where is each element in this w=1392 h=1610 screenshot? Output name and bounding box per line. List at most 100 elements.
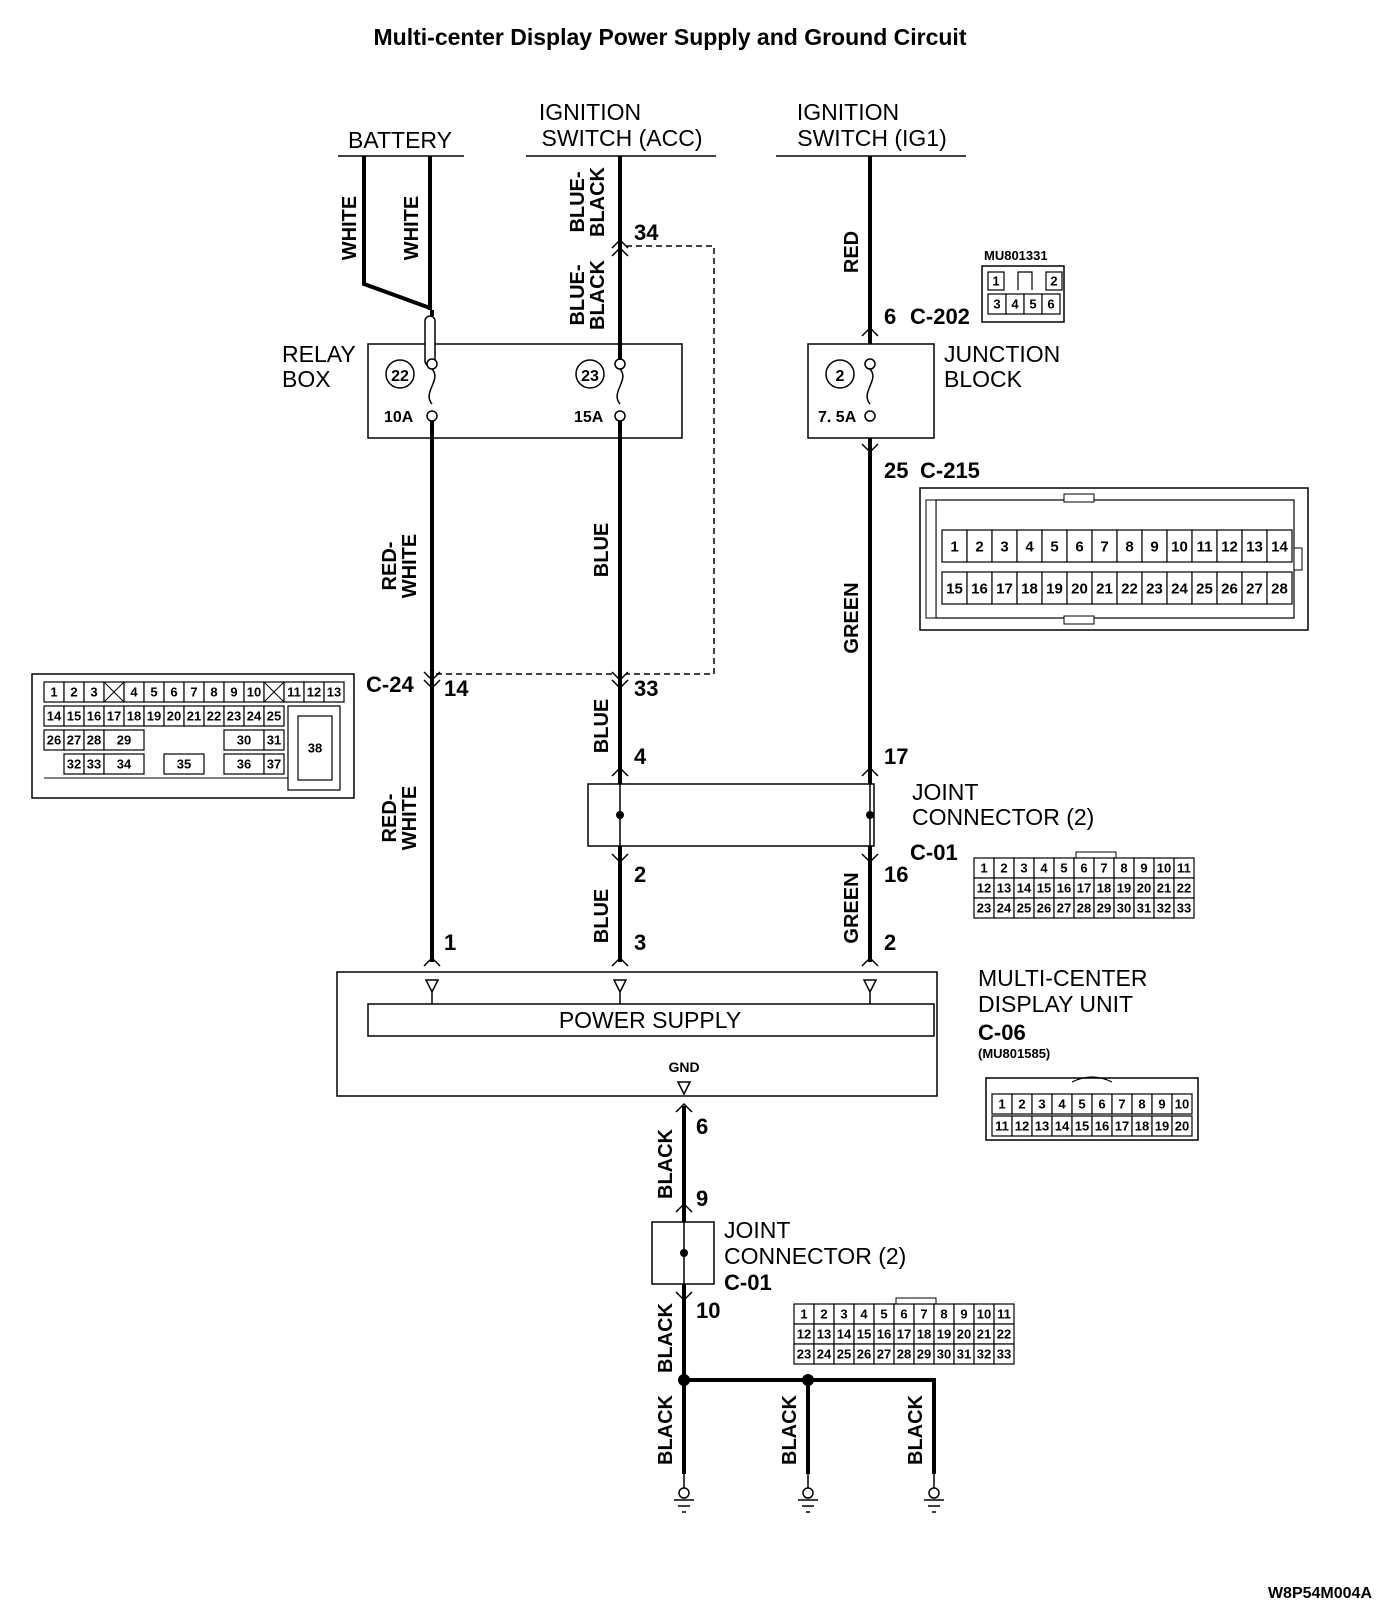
pin-cell: 7 [1100, 861, 1107, 876]
pin-cell: 10 [977, 1307, 991, 1322]
joint-connector-lower-label-1: JOINT [724, 1217, 790, 1243]
pin-cell: 27 [1246, 580, 1263, 597]
pin-cell: 13 [817, 1327, 831, 1342]
pin-14: 14 [444, 676, 469, 701]
joint-connector-upper-label-1: JOINT [912, 779, 978, 805]
pin-cell: 25 [1017, 901, 1031, 916]
mcd-unit-label-1: MULTI-CENTER [978, 965, 1148, 991]
pin-cell: 24 [247, 709, 262, 724]
pin-cell: 4 [860, 1307, 868, 1322]
pin-cell: 9 [960, 1307, 967, 1322]
pin-cell: 14 [1271, 538, 1288, 555]
pin-cell: 25 [267, 709, 281, 724]
pin-cell: 15 [1075, 1119, 1089, 1134]
joint-connector-lower-label-2: CONNECTOR (2) [724, 1243, 906, 1269]
fuse-2-element [866, 368, 874, 405]
pin-cell: 19 [1117, 881, 1131, 896]
joint-connector-upper-label-2: CONNECTOR (2) [912, 804, 1094, 830]
pin-cell: 1 [800, 1307, 807, 1322]
pin-cell: 6 [1047, 297, 1054, 312]
wire-label-blue-3: BLUE [591, 889, 613, 943]
connector-c202-symbol [861, 326, 879, 337]
pin-cell: 19 [1155, 1119, 1169, 1134]
pin-cell: 4 [1011, 297, 1019, 312]
wire-label-white-1: WHITE [339, 196, 361, 260]
pin-cell: 19 [147, 709, 161, 724]
connector-33-symbol [611, 671, 629, 690]
pin-cell: 33 [1177, 901, 1191, 916]
fuse-22-badge [385, 359, 415, 389]
wire-label-blue-black-1a: BLUE- [567, 171, 589, 232]
wire-label-green-1: GREEN [841, 582, 863, 653]
pin-cell: 26 [857, 1347, 871, 1362]
pin-cell: 2 [70, 685, 77, 700]
pin-cell: 6 [170, 685, 177, 700]
pin-cell: 23 [797, 1347, 811, 1362]
pin-cell: 34 [117, 757, 132, 772]
pin-cell: 9 [1150, 538, 1158, 555]
pin-cell: 15 [857, 1327, 871, 1342]
pin-cell: 29 [1097, 901, 1111, 916]
pin-cell: 8 [1120, 861, 1127, 876]
pin-cell: 12 [977, 881, 991, 896]
wire-label-black-2: BLACK [655, 1302, 677, 1373]
pin-cell: 14 [837, 1327, 852, 1342]
connector-34-symbol [611, 238, 629, 257]
pin-cell: 3 [993, 297, 1000, 312]
pin-cell: 9 [230, 685, 237, 700]
pin-cell: 28 [1077, 901, 1091, 916]
pin-cell: 21 [1096, 580, 1113, 597]
ground-bus [684, 1378, 936, 1474]
pin-cell: 4 [1058, 1097, 1066, 1112]
pin-cell: 33 [87, 757, 101, 772]
pin-1: 1 [444, 930, 456, 955]
pin-cell: 13 [1246, 538, 1263, 555]
pin-cell: 9 [1158, 1097, 1165, 1112]
pin-cell: 31 [957, 1347, 971, 1362]
pin-cell: 1 [50, 685, 57, 700]
pin-cell: 19 [937, 1327, 951, 1342]
relay-box-label-1: RELAY [282, 341, 356, 367]
mcd-unit-label-2: DISPLAY UNIT [978, 991, 1133, 1017]
pin-cell: 23 [227, 709, 241, 724]
pin-cell: 18 [917, 1327, 931, 1342]
fuse-22-rating: 10A [384, 409, 414, 426]
pin-cell: 28 [897, 1347, 911, 1362]
wire-label-red: RED [841, 231, 863, 273]
mcd-unit-part: (MU801585) [978, 1046, 1050, 1061]
pin-cell: 20 [167, 709, 181, 724]
pin-cell: 18 [127, 709, 141, 724]
pin-6: 6 [696, 1114, 708, 1139]
pin-cell: 12 [307, 685, 321, 700]
pin-16: 16 [884, 862, 908, 887]
pin-6-c202: 6 [884, 304, 896, 329]
pin-cell: 17 [1077, 881, 1091, 896]
fuse-2-badge [825, 359, 855, 389]
wire-label-blue-2: BLUE [591, 699, 613, 753]
pin-cell: 11 [1177, 861, 1191, 876]
connector-14-symbol [423, 671, 441, 690]
pin-cell: 5 [1050, 538, 1058, 555]
pin-cell: 22 [1121, 580, 1138, 597]
pin-cell: 8 [1125, 538, 1133, 555]
pin-cell: 23 [1146, 580, 1163, 597]
ground-symbol-2 [797, 1473, 819, 1513]
pin-cell: 5 [1078, 1097, 1085, 1112]
pin-cell: 22 [997, 1327, 1011, 1342]
wire-label-white-2: WHITE [401, 196, 423, 260]
relay-box [367, 343, 683, 439]
ground-symbol-1 [673, 1473, 695, 1513]
connector-c202-code: C-202 [910, 304, 970, 329]
shielded-connector-outline [626, 245, 715, 675]
pin-cell: 28 [1271, 580, 1288, 597]
figure-code: W8P54M004A [1268, 1585, 1372, 1602]
pin-cell: 24 [1171, 580, 1188, 597]
pin-cell: 11 [995, 1119, 1009, 1134]
pin-cell: 14 [47, 709, 62, 724]
pin-cell: 27 [67, 733, 81, 748]
pin-cell: 15 [1037, 881, 1051, 896]
pin-34: 34 [634, 220, 659, 245]
pin-cell: 5 [1060, 861, 1067, 876]
